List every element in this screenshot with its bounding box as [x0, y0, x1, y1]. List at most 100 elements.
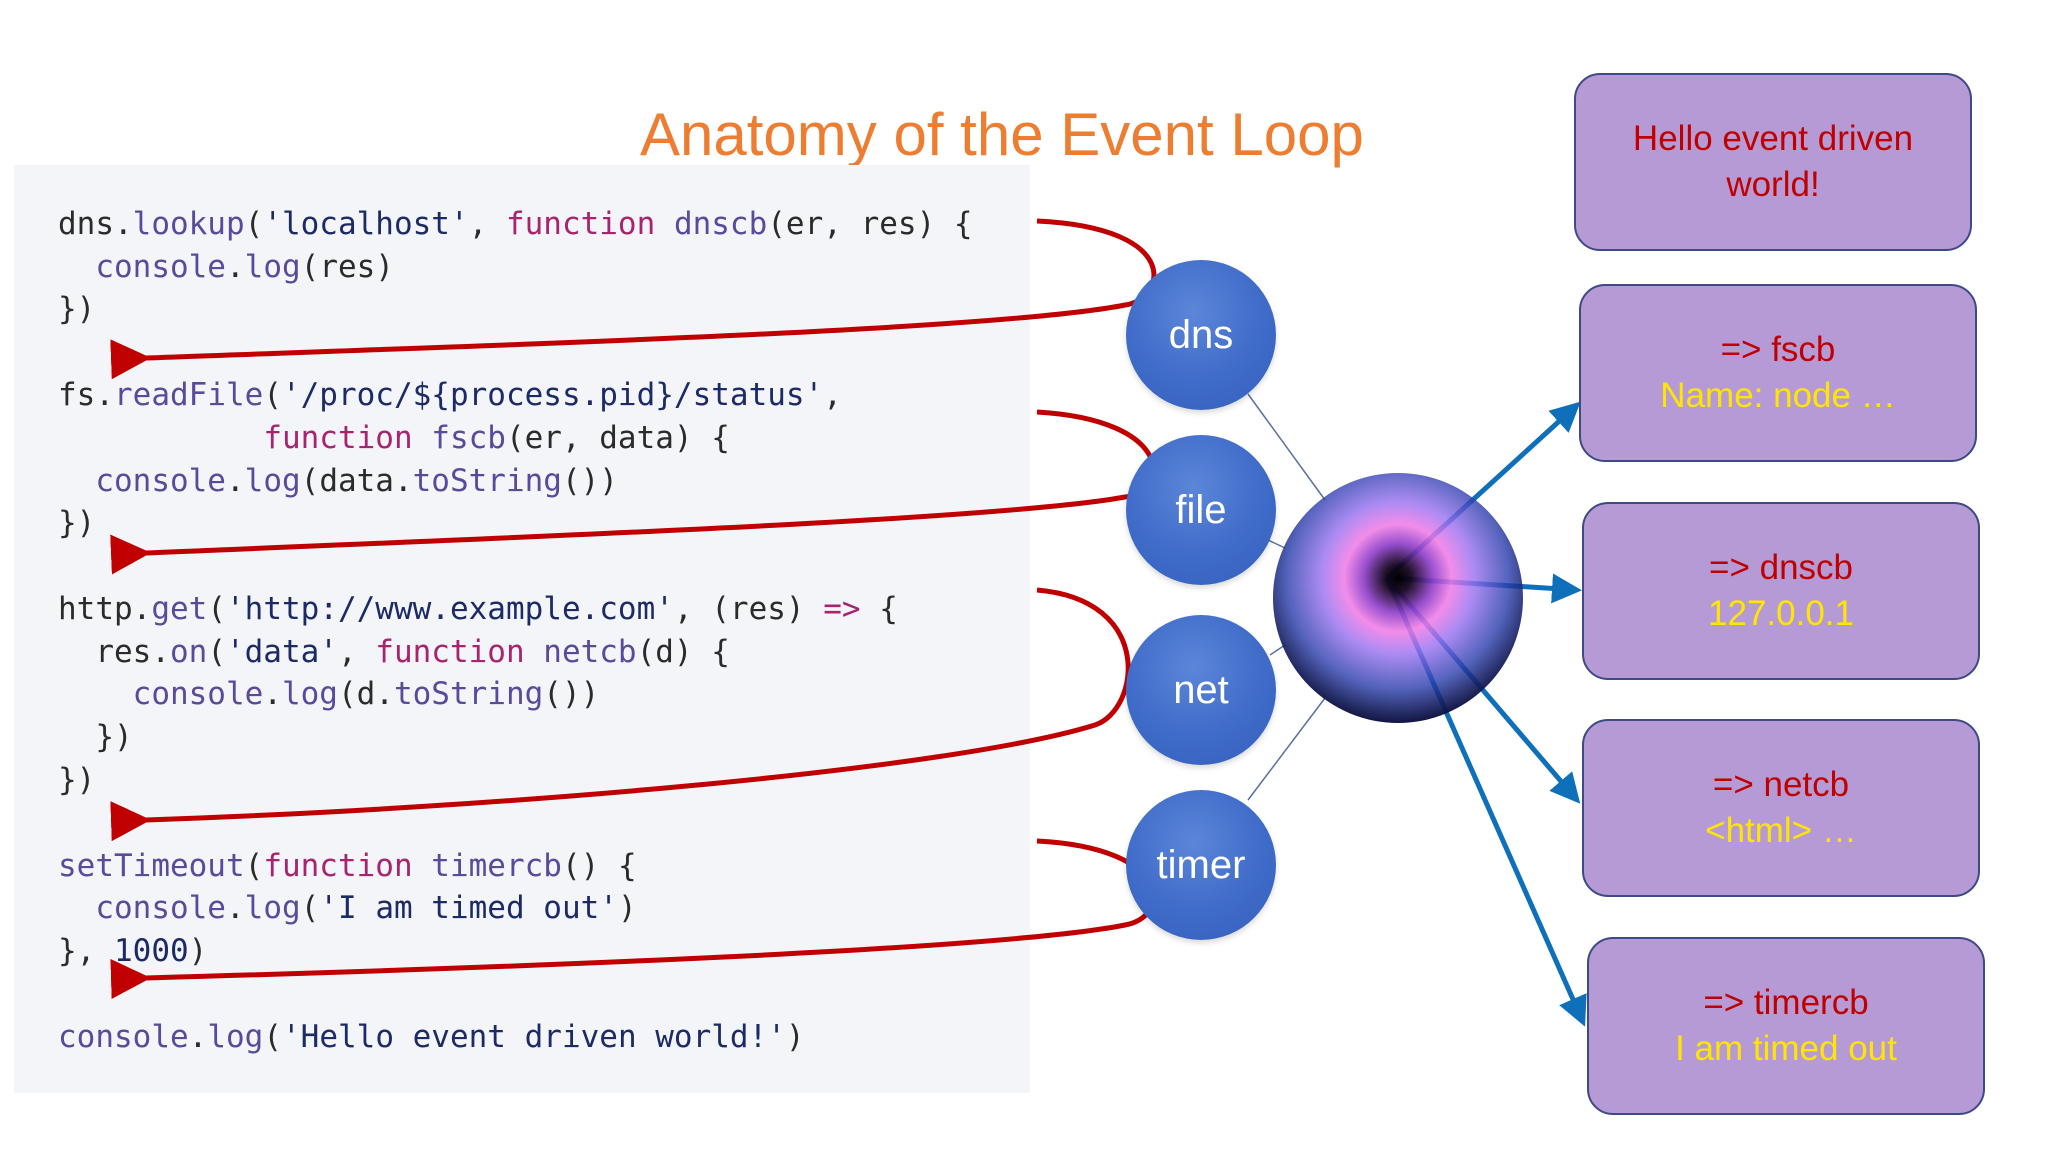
code-token: lookup	[132, 206, 245, 242]
output-dnscb-title: => dnscb	[1709, 548, 1853, 587]
code-line: })	[58, 291, 95, 327]
code-line: function fscb(er, data) {	[58, 420, 730, 456]
source-timer: timer	[1126, 790, 1276, 940]
code-token: console	[132, 676, 264, 712]
code-token: function	[263, 848, 413, 884]
output-netcb-box: => netcb <html> …	[1582, 719, 1980, 897]
code-token: readFile	[114, 377, 264, 413]
code-token: 'Hello event driven world!'	[282, 1019, 786, 1055]
code-token: function	[375, 634, 525, 670]
source-dns: dns	[1126, 260, 1276, 410]
code-token: ,	[468, 206, 506, 242]
code-token: .	[225, 463, 245, 499]
code-token: })	[58, 291, 96, 327]
code-token: (	[300, 890, 320, 926]
output-fscb-value: Name: node …	[1660, 376, 1896, 415]
code-token: 'data'	[225, 634, 338, 670]
code-token: )	[188, 933, 208, 969]
code-line: console.log(data.toString())	[58, 463, 618, 499]
output-fscb-title: => fscb	[1720, 330, 1836, 369]
code-token: .	[188, 1019, 208, 1055]
code-token: res.	[58, 634, 170, 670]
event-loop-image	[1273, 473, 1523, 723]
code-token: log	[244, 249, 301, 285]
code-token: (er, res) {	[767, 206, 973, 242]
code-line: console.log('I am timed out')	[58, 890, 637, 926]
netcb-arrow	[110, 587, 1131, 842]
code-token: fscb	[431, 420, 506, 456]
code-panel	[14, 165, 1030, 1093]
code-token: (er, data) {	[505, 420, 730, 456]
output-dnscb-box: => dnscb 127.0.0.1	[1582, 502, 1980, 680]
code-line: console.log(d.toString())	[58, 676, 600, 712]
code-token: 'I am timed out'	[319, 890, 618, 926]
code-token: ,	[337, 634, 376, 670]
code-token: dnscb	[673, 206, 768, 242]
code-token: timercb	[431, 848, 562, 884]
code-token: http.	[58, 591, 152, 627]
code-token: (data.	[300, 463, 413, 499]
code-token: log	[244, 890, 301, 926]
code-line: setTimeout(function timercb() {	[58, 848, 637, 884]
code-token: })	[58, 762, 96, 798]
code-token: console	[95, 249, 226, 285]
output-hello-box: Hello event driven world!	[1574, 73, 1972, 251]
code-token: function	[263, 420, 413, 456]
timercb-arrow	[110, 838, 1156, 999]
spoke-file	[1267, 539, 1286, 549]
code-token: .	[263, 676, 282, 712]
code-token: log	[244, 463, 301, 499]
code-token: ,	[823, 377, 842, 413]
code-token: function	[505, 206, 656, 242]
output-timercb-box: => timercb I am timed out	[1587, 937, 1985, 1115]
source-net: net	[1126, 615, 1276, 765]
code-token: netcb	[543, 634, 637, 670]
output-timercb-title: => timercb	[1703, 983, 1869, 1022]
code-token: )	[785, 1019, 805, 1055]
code-token: },	[58, 933, 114, 969]
code-token: console	[95, 890, 226, 926]
code-token: (	[244, 206, 264, 242]
code-line: http.get('http://www.example.com', (res)…	[58, 591, 898, 627]
code-token: console	[95, 463, 226, 499]
code-token: })	[58, 505, 96, 541]
source-file: file	[1126, 435, 1276, 585]
code-token: (	[244, 848, 264, 884]
code-token: log	[207, 1019, 264, 1055]
code-token: toString	[393, 676, 544, 712]
output-netcb-title: => netcb	[1712, 765, 1850, 804]
code-token: fs.	[58, 377, 114, 413]
code-token: (res)	[300, 249, 394, 285]
code-token: setTimeout	[58, 848, 245, 884]
code-token: })	[58, 719, 133, 755]
code-token: toString	[412, 463, 562, 499]
code-token: (	[263, 377, 282, 413]
code-token: () {	[561, 848, 637, 884]
code-token: get	[151, 591, 208, 627]
spoke-dns	[1247, 393, 1326, 501]
code-token: log	[281, 676, 338, 712]
code-token: (d.	[337, 676, 394, 712]
code-line: })	[58, 719, 133, 755]
code-token: on	[169, 634, 208, 670]
code-token: .	[225, 890, 245, 926]
output-dnscb-value: 127.0.0.1	[1708, 594, 1854, 633]
code-token: )	[617, 890, 637, 926]
code-token: , (res)	[673, 591, 824, 627]
code-token: '/proc/${process.pid}/status'	[281, 377, 824, 413]
code-line: dns.lookup('localhost', function dnscb(e…	[58, 206, 973, 242]
code-line: console.log(res)	[58, 249, 394, 285]
code-token: (	[207, 591, 226, 627]
code-token: (d) {	[636, 634, 730, 670]
output-netcb-value: <html> …	[1705, 811, 1857, 850]
code-token: .	[225, 249, 245, 285]
code-token: =>	[823, 591, 861, 627]
code-line: console.log('Hello event driven world!')	[58, 1019, 805, 1055]
spoke-timer	[1247, 697, 1326, 801]
dnscb-arrow	[110, 218, 1157, 380]
code-token: (	[207, 634, 226, 670]
code-token: {	[860, 591, 898, 627]
code-token: (	[263, 1019, 282, 1055]
code-token: console	[58, 1019, 189, 1055]
code-line: res.on('data', function netcb(d) {	[58, 634, 730, 670]
